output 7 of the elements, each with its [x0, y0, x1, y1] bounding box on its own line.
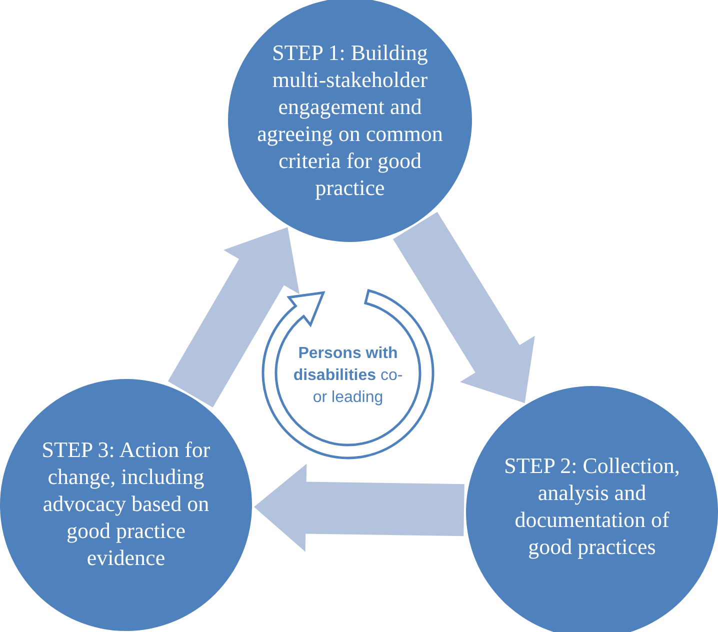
block-arrow [393, 212, 535, 404]
step-text: STEP 3: Action for change, including advocacy based on good practice evidence [40, 436, 212, 570]
step-text: STEP 1: Building multi-stakeholder engagement and agreeing on common criteria for good practice [256, 39, 444, 201]
block-arrow [168, 227, 300, 408]
block-arrow [254, 464, 464, 552]
center-text: Persons with disabilities co- or leading [292, 344, 404, 408]
step-text: STEP 2: Collection, analysis and documentation of good practices [503, 452, 681, 560]
